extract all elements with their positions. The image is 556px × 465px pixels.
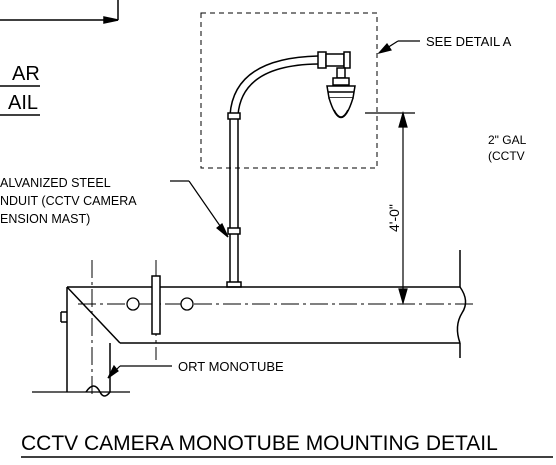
conduit-label-line2: NDUIT (CCTV CAMERA — [0, 194, 137, 208]
dimension-label: 4'-0" — [386, 204, 402, 232]
height-dimension — [365, 110, 415, 306]
monotube — [60, 250, 467, 397]
cctv-camera-icon — [317, 51, 356, 119]
detail-a-boundary — [200, 12, 378, 169]
bolt-holes — [126, 297, 194, 311]
top-left-leader — [0, 0, 119, 24]
see-detail-leader — [377, 40, 420, 55]
right-note-line2: (CCTV — [488, 149, 525, 163]
bolt-hole — [180, 297, 194, 311]
left-title-line2: AIL — [8, 92, 38, 114]
conduit-label-line1: ALVANIZED STEEL — [0, 176, 111, 190]
right-note-line1: 2" GAL — [488, 133, 527, 147]
conduit-leader — [170, 180, 229, 238]
monotube-label: ORT MONOTUBE — [178, 359, 284, 374]
see-detail-label: SEE DETAIL A — [426, 34, 512, 49]
monotube-leader — [107, 364, 172, 379]
bolt-hole — [126, 297, 140, 311]
main-title: CCTV CAMERA MONOTUBE MOUNTING DETAIL — [21, 432, 498, 455]
left-title-line1: AR — [12, 63, 40, 85]
conduit-label-line3: ENSION MAST) — [0, 212, 90, 226]
monotube-flange — [151, 275, 161, 335]
conduit-mast — [226, 55, 319, 288]
